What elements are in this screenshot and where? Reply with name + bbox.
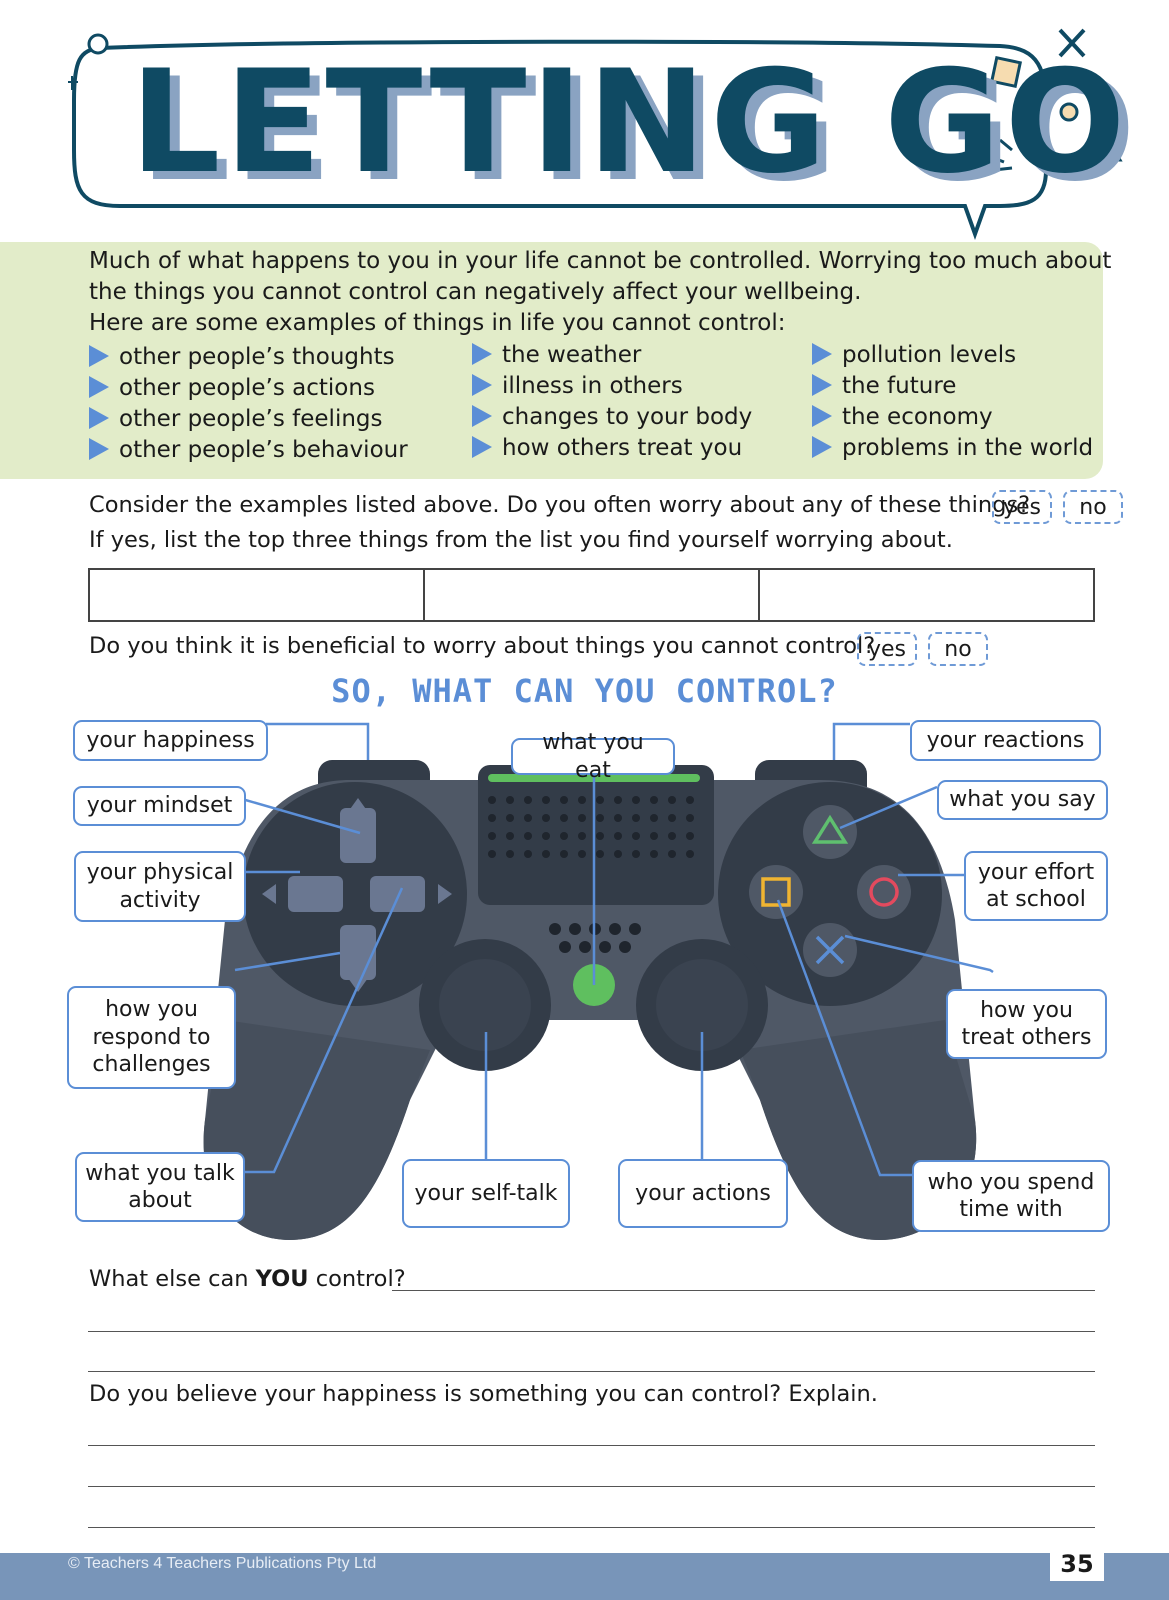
list-item: illness in others bbox=[472, 373, 683, 399]
answer-line[interactable] bbox=[88, 1445, 1095, 1446]
list-item: how others treat you bbox=[472, 435, 742, 461]
triangle-button-icon bbox=[811, 814, 849, 844]
triangle-bullet-icon bbox=[812, 435, 832, 458]
label-how-you-treat-others: how you treat others bbox=[946, 989, 1107, 1059]
section-heading: SO, WHAT CAN YOU CONTROL? bbox=[331, 672, 838, 710]
connector-lines bbox=[234, 722, 994, 1177]
answer-cell[interactable] bbox=[425, 570, 760, 620]
circle-button-icon bbox=[869, 877, 899, 907]
no-option[interactable]: no bbox=[1063, 490, 1123, 524]
yes-option[interactable]: yes bbox=[857, 632, 917, 666]
triangle-bullet-icon bbox=[812, 373, 832, 396]
speech-bubble-frame bbox=[68, 28, 1123, 240]
label-your-effort-at-school: your effort at school bbox=[964, 851, 1108, 921]
list-item: changes to your body bbox=[472, 404, 752, 430]
question-list-three: If yes, list the top three things from t… bbox=[89, 527, 953, 553]
intro-line: the things you cannot control can negati… bbox=[89, 279, 862, 305]
game-controller-illustration bbox=[203, 722, 994, 1240]
label-your-happiness: your happiness bbox=[73, 720, 268, 761]
answer-line[interactable] bbox=[88, 1331, 1095, 1332]
triangle-bullet-icon bbox=[472, 342, 492, 365]
square-button-icon bbox=[761, 877, 791, 907]
triangle-bullet-icon bbox=[89, 437, 109, 460]
action-buttons-area bbox=[718, 782, 942, 1006]
label-your-self-talk: your self-talk bbox=[402, 1159, 570, 1228]
intro-line: Much of what happens to you in your life… bbox=[89, 248, 1112, 274]
list-item: other people’s feelings bbox=[89, 406, 383, 432]
cross-button-icon bbox=[815, 935, 845, 965]
label-what-you-eat: what you eat bbox=[511, 730, 675, 783]
yes-option[interactable]: yes bbox=[992, 490, 1052, 524]
label-what-you-talk-about: what you talk about bbox=[75, 1152, 245, 1222]
list-item: pollution levels bbox=[812, 342, 1016, 368]
question-beneficial: Do you think it is beneficial to worry a… bbox=[89, 633, 876, 659]
answer-line[interactable] bbox=[392, 1290, 1095, 1291]
square-button bbox=[749, 865, 803, 919]
question-happiness: Do you believe your happiness is somethi… bbox=[89, 1381, 878, 1407]
page-title: LETTING GO bbox=[130, 40, 1130, 205]
answer-line[interactable] bbox=[88, 1527, 1095, 1528]
no-option[interactable]: no bbox=[928, 632, 988, 666]
dpad-icon bbox=[262, 798, 452, 992]
intro-panel: Much of what happens to you in your life… bbox=[0, 242, 1111, 479]
label-who-you-spend-time-with: who you spend time with bbox=[912, 1160, 1110, 1232]
triangle-button bbox=[803, 805, 857, 859]
title-banner: LETTING GO bbox=[0, 0, 1169, 240]
triangle-bullet-icon bbox=[812, 342, 832, 365]
touchpad-dots bbox=[488, 796, 694, 858]
triangle-bullet-icon bbox=[812, 404, 832, 427]
speaker-dots bbox=[549, 923, 641, 953]
triangle-bullet-icon bbox=[89, 344, 109, 367]
list-item: other people’s behaviour bbox=[89, 437, 408, 463]
page-number: 35 bbox=[1050, 1547, 1104, 1581]
question-worry: Consider the examples listed above. Do y… bbox=[89, 492, 1031, 518]
list-item: the future bbox=[812, 373, 956, 399]
answer-cell[interactable] bbox=[760, 570, 1093, 620]
list-item: other people’s thoughts bbox=[89, 344, 395, 370]
list-item: other people’s actions bbox=[89, 375, 375, 401]
footer-copyright: © Teachers 4 Teachers Publications Pty L… bbox=[68, 1555, 377, 1572]
triangle-bullet-icon bbox=[89, 375, 109, 398]
list-item: problems in the world bbox=[812, 435, 1093, 461]
list-item: the weather bbox=[472, 342, 641, 368]
label-your-actions: your actions bbox=[618, 1159, 788, 1228]
triangle-bullet-icon bbox=[472, 435, 492, 458]
answer-table bbox=[88, 568, 1095, 622]
answer-line[interactable] bbox=[88, 1371, 1095, 1372]
answer-line[interactable] bbox=[88, 1486, 1095, 1487]
circle-button bbox=[857, 865, 911, 919]
footer-bar bbox=[0, 1553, 1169, 1600]
answer-cell[interactable] bbox=[90, 570, 425, 620]
intro-line: Here are some examples of things in life… bbox=[89, 310, 786, 336]
triangle-bullet-icon bbox=[472, 373, 492, 396]
triangle-bullet-icon bbox=[89, 406, 109, 429]
label-your-physical-activity: your physical activity bbox=[74, 851, 246, 922]
label-what-you-say: what you say bbox=[937, 780, 1108, 820]
question-what-else: What else can YOU control? bbox=[89, 1266, 406, 1292]
triangle-bullet-icon bbox=[472, 404, 492, 427]
copyright-icon: © bbox=[68, 1555, 80, 1572]
label-your-reactions: your reactions bbox=[910, 720, 1101, 761]
dpad-area bbox=[243, 782, 467, 1006]
list-item: the economy bbox=[812, 404, 993, 430]
label-your-mindset: your mindset bbox=[73, 786, 246, 826]
label-how-you-respond-to-challenges: how you respond to challenges bbox=[67, 986, 236, 1089]
